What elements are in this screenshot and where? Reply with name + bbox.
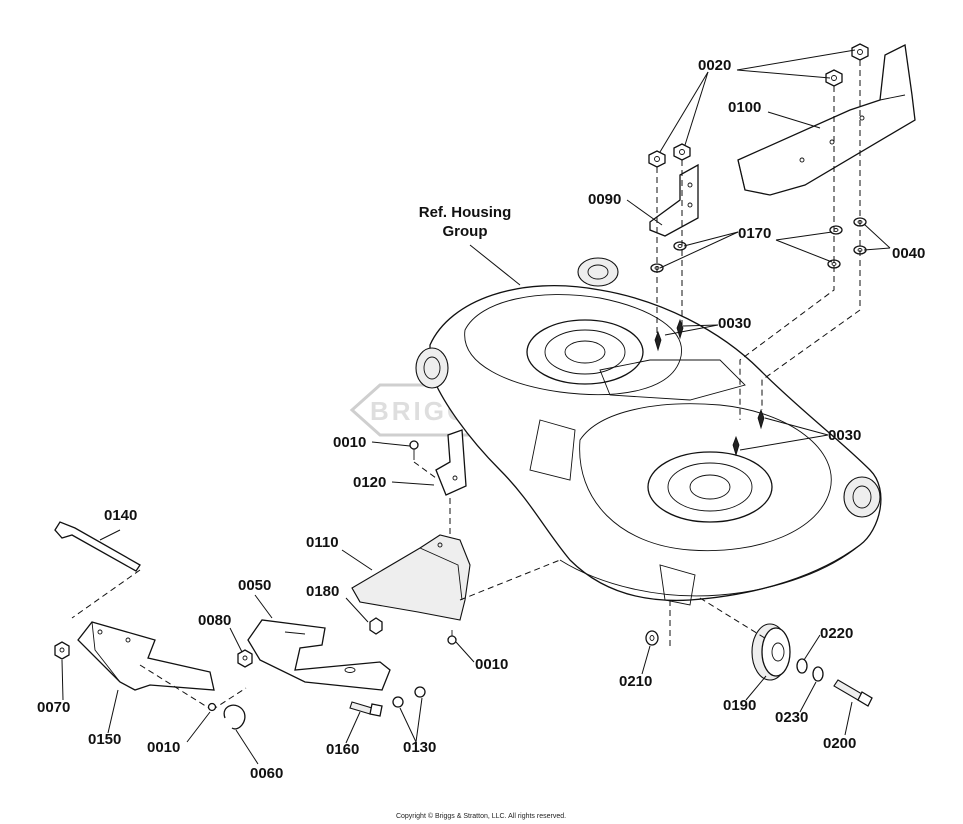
- deck-right-wheel: [843, 476, 881, 518]
- part-0010-screw-upper: [409, 440, 437, 479]
- part-0070-nut: [54, 641, 70, 660]
- label-0040: 0040: [892, 245, 925, 262]
- part-0220-washer: [796, 658, 808, 674]
- part-0110-cover: [351, 534, 561, 621]
- label-0010-right: 0010: [475, 656, 508, 673]
- leader-lines: [61, 49, 891, 765]
- label-0080: 0080: [198, 612, 231, 629]
- label-0150: 0150: [88, 731, 121, 748]
- label-0180: 0180: [306, 583, 339, 600]
- label-0190: 0190: [723, 697, 756, 714]
- label-0200: 0200: [823, 735, 856, 752]
- label-0090: 0090: [588, 191, 621, 208]
- part-0130-screws: [392, 686, 426, 708]
- left-spindle-area: [526, 319, 644, 385]
- part-0050-bracket: [247, 619, 391, 691]
- label-0160: 0160: [326, 741, 359, 758]
- part-0100-bracket: [737, 44, 916, 196]
- label-0030-lower: 0030: [828, 427, 861, 444]
- label-0140: 0140: [104, 507, 137, 524]
- part-0160-bolt: [349, 701, 383, 717]
- deck-left-wheel: [415, 347, 449, 389]
- ref-housing-label-line2: Group: [443, 223, 488, 240]
- label-0060: 0060: [250, 765, 283, 782]
- part-0090-bracket: [649, 163, 699, 237]
- part-0180-nut: [369, 617, 383, 635]
- part-0210-washer: [645, 600, 671, 650]
- part-0010-screw-right: [447, 630, 457, 645]
- label-0210: 0210: [619, 673, 652, 690]
- label-0120: 0120: [353, 474, 386, 491]
- deck-top-wheel: [577, 257, 619, 287]
- part-0060-clip: [223, 704, 246, 730]
- label-0070: 0070: [37, 699, 70, 716]
- copyright-notice: Copyright © Briggs & Stratton, LLC. All …: [396, 812, 566, 820]
- part-0200-bolt: [833, 679, 873, 707]
- label-0110: 0110: [306, 534, 339, 551]
- deck-housing: [415, 257, 882, 606]
- nuts-0020: [648, 43, 869, 168]
- part-0150-bracket: [77, 621, 247, 711]
- part-0230-washer: [812, 666, 824, 682]
- right-spindle-area: [647, 451, 773, 523]
- label-0130: 0130: [403, 739, 436, 756]
- label-0030-upper: 0030: [718, 315, 751, 332]
- label-0010-lower: 0010: [147, 739, 180, 756]
- part-labels: Ref. Housing Group 0020 0100 0090 0170 0…: [37, 57, 925, 820]
- label-0020: 0020: [698, 57, 731, 74]
- label-0100: 0100: [728, 99, 761, 116]
- part-0140-rod: [54, 521, 141, 619]
- label-0220: 0220: [820, 625, 853, 642]
- part-0120-bracket: [435, 429, 467, 550]
- part-0080-nut: [237, 649, 253, 668]
- label-0010-upper: 0010: [333, 434, 366, 451]
- label-0050: 0050: [238, 577, 271, 594]
- ref-housing-label-line1: Ref. Housing: [419, 204, 512, 221]
- label-0230: 0230: [775, 709, 808, 726]
- part-0190-wheel: [699, 597, 791, 681]
- part-0010-screw-lower: [207, 702, 217, 712]
- label-0170: 0170: [738, 225, 771, 242]
- assembly-lines-upper: [656, 60, 861, 420]
